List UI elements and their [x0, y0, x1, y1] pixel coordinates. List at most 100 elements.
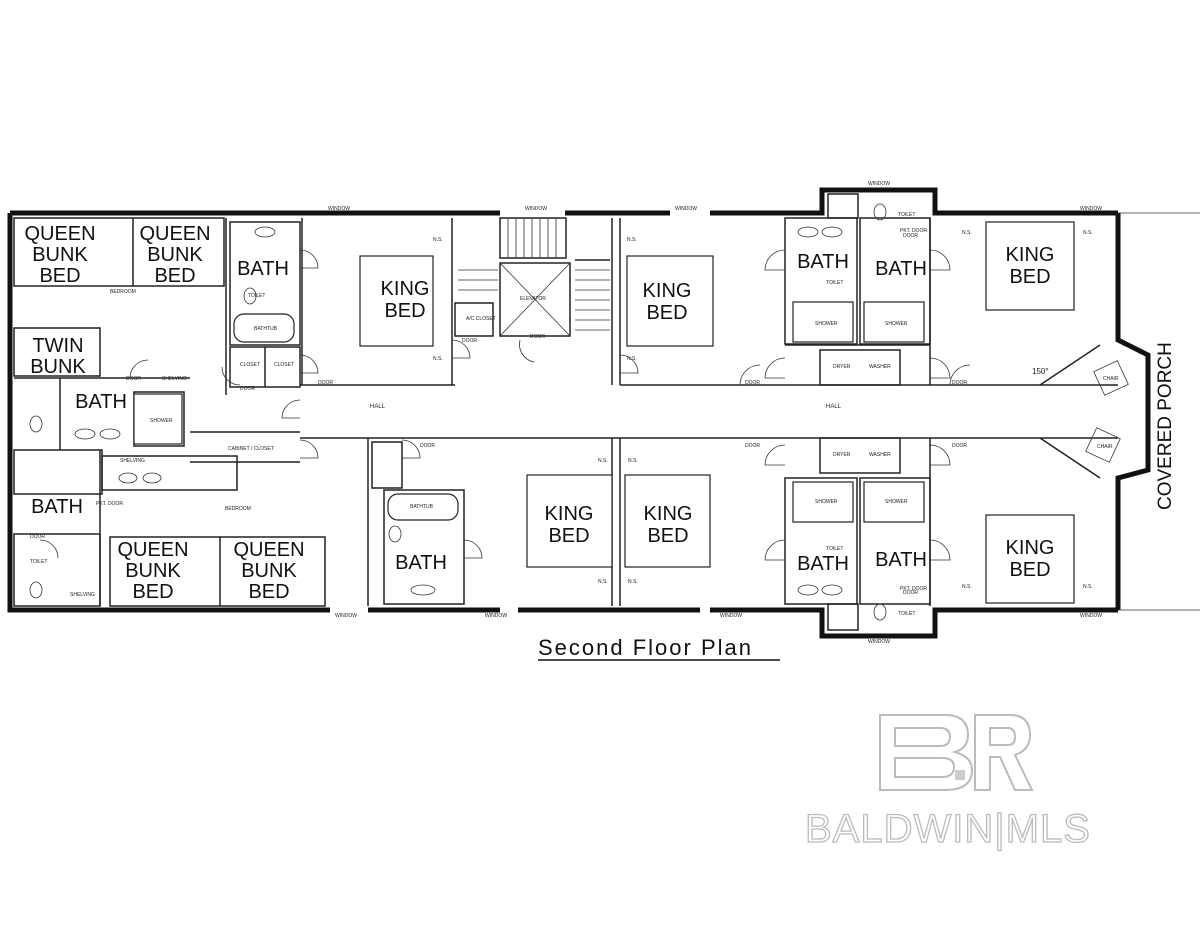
toilet-bowl [873, 603, 887, 621]
window-label: WINDOW [1080, 613, 1102, 619]
window-label: WINDOW [868, 181, 890, 187]
ns-label: N.S. [628, 579, 638, 585]
shower-label: SHOWER [815, 321, 838, 327]
bedroom-label: BEDROOM [110, 289, 136, 295]
toilet-label: TOILET [30, 559, 47, 565]
pkt-door-label: PKT. DOOR [96, 501, 123, 507]
bath-label: BATH [797, 553, 849, 575]
king-bed-frame [359, 255, 434, 347]
angle-label: 150° [1032, 367, 1049, 376]
king-bed-frame [985, 221, 1075, 311]
closet-label: A/C CLOSET [466, 316, 496, 322]
pkt-door-label: PKT. DOOR [900, 586, 927, 592]
plan-title: Second Floor Plan [538, 635, 753, 660]
chair-label: CHAIR [1103, 376, 1119, 382]
window-label: WINDOW [675, 206, 697, 212]
window-label: WINDOW [485, 613, 507, 619]
stairs [458, 218, 610, 337]
window-label: WINDOW [720, 613, 742, 619]
sink-bowl [797, 226, 819, 238]
bathtub [233, 313, 295, 343]
ns-label: N.S. [627, 356, 637, 362]
shower [133, 393, 183, 445]
small-labels: WINDOW WINDOW WINDOW WINDOW WINDOW WINDO… [30, 181, 1119, 645]
sink-bowl [410, 584, 436, 596]
bath-label: BATH [797, 251, 849, 273]
bathtub-label: BATHTUB [410, 504, 434, 510]
window-label: WINDOW [525, 206, 547, 212]
sink-bowl [142, 472, 162, 484]
door-label: DOOR [745, 380, 760, 386]
door-label: DOOR [462, 338, 477, 344]
ns-label: N.S. [1083, 584, 1093, 590]
ns-label: N.S. [433, 237, 443, 243]
shelving-label: SHELVING [162, 376, 187, 382]
king-bed-frame [624, 474, 711, 568]
pkt-door-label: PKT. DOOR [900, 228, 927, 234]
door-label: DOOR [903, 590, 918, 596]
exterior-walls [7, 187, 1200, 639]
window-label: WINDOW [1080, 206, 1102, 212]
hall-label: HALL [826, 404, 842, 410]
logo-b-mark [879, 714, 974, 791]
ns-label: N.S. [598, 458, 608, 464]
elevator-label: ELEVATOR [520, 296, 546, 302]
door-label: DOOR [30, 534, 45, 540]
sink-bowl [99, 428, 121, 440]
door-label: DOOR [903, 233, 918, 239]
ns-label: N.S. [627, 237, 637, 243]
bedroom-label: BEDROOM [225, 506, 251, 512]
bathtub-label: BATHTUB [254, 326, 278, 332]
bath-label: BATH [395, 552, 447, 574]
watermark-text: BALDWIN|MLS [805, 807, 1091, 851]
hall-label: HALL [370, 404, 386, 410]
ns-label: N.S. [962, 584, 972, 590]
door-label: DOOR [240, 386, 255, 392]
bath-label: BATH [75, 391, 127, 413]
shower [863, 481, 925, 523]
toilet-bowl [388, 525, 402, 543]
shower [863, 301, 925, 343]
toilet-label: TOILET [826, 280, 843, 286]
sink-bowl [797, 584, 819, 596]
sink-bowl [118, 472, 138, 484]
washer-label: WASHER [869, 364, 891, 370]
interior-walls [13, 193, 1118, 631]
watermark-logo: BALDWIN|MLS [804, 714, 1091, 852]
shower [792, 481, 854, 523]
shower-label: SHOWER [885, 499, 908, 505]
chair [1093, 360, 1129, 396]
toilet-bowl [29, 581, 43, 599]
window-label: WINDOW [868, 639, 890, 645]
beds [133, 221, 1075, 604]
toilet-label: TOILET [826, 546, 843, 552]
ns-label: N.S. [962, 230, 972, 236]
king-bed-frame [985, 514, 1075, 604]
shelving-label: SHELVING [70, 592, 95, 598]
sink-bowl [74, 428, 96, 440]
chair [1085, 427, 1121, 463]
ns-label: N.S. [433, 356, 443, 362]
door-label: DOOR [952, 443, 967, 449]
door-label: DOOR [952, 380, 967, 386]
sink-bowl [821, 226, 843, 238]
window-label: WINDOW [328, 206, 350, 212]
sink-bowl [254, 226, 276, 238]
shelving-label: SHELVING [120, 458, 145, 464]
logo-dot [955, 770, 965, 780]
dryer-label: DRYER [833, 452, 851, 458]
chair-label: CHAIR [1097, 444, 1113, 450]
door-label: DOOR [530, 334, 545, 340]
covered-porch-label: COVERED PORCH [1155, 342, 1176, 510]
